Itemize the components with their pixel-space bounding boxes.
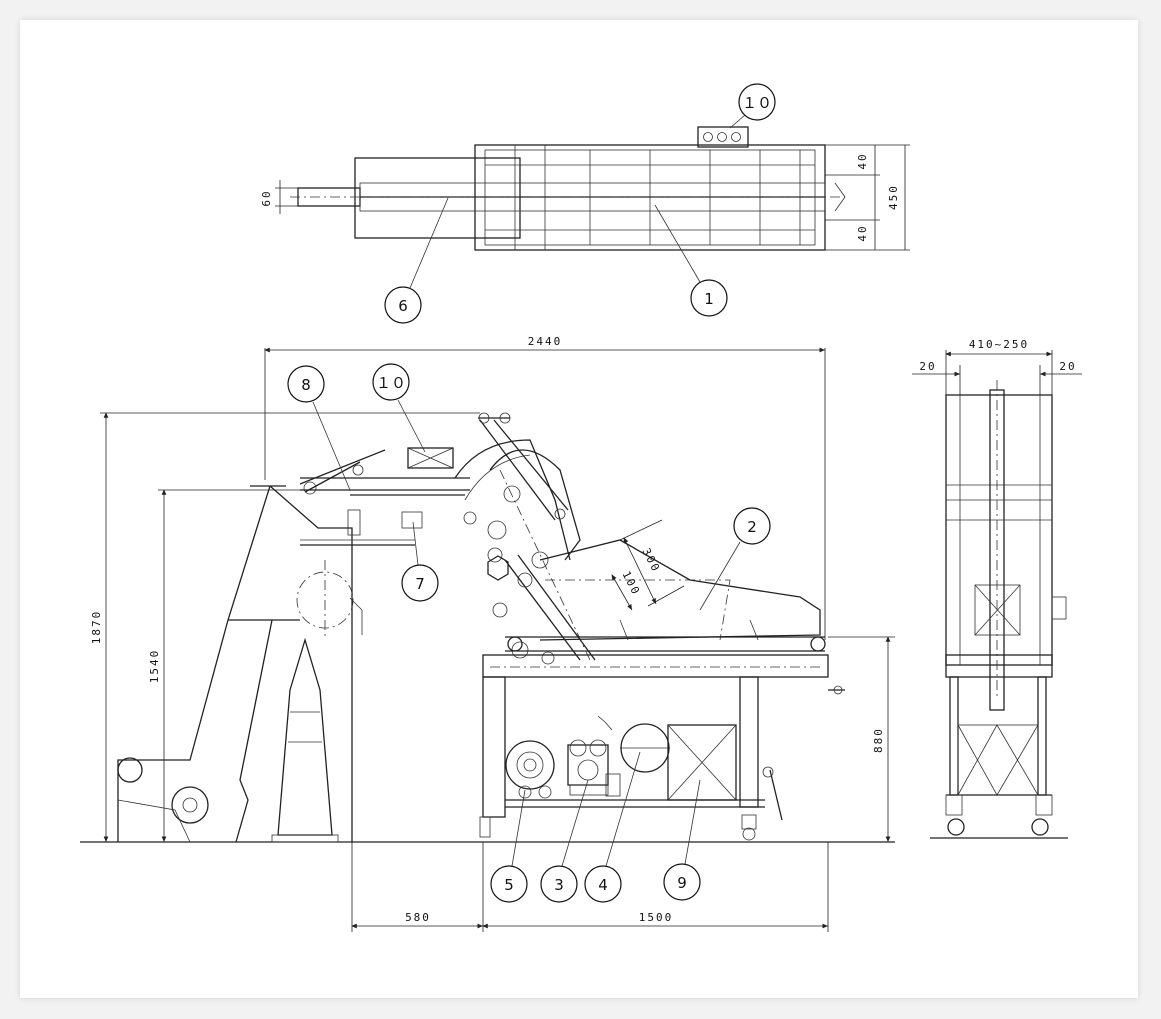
dim-60: 60	[260, 189, 273, 206]
end-view	[930, 380, 1068, 839]
dim-410-250: 410~250	[969, 338, 1029, 351]
dim-40-upper: 40	[856, 152, 869, 169]
plan-callouts: １０ 6 1	[384, 83, 776, 324]
callout-3: 3	[554, 876, 564, 894]
dim-1500: 1500	[639, 911, 674, 924]
callout-5: 5	[504, 876, 514, 894]
dim-580: 580	[405, 911, 431, 924]
end-view-dimensions: 410~250 20 20	[912, 338, 1082, 395]
callout-8: 8	[301, 376, 311, 394]
plan-dimensions: 60 40 40 450	[260, 144, 910, 251]
callout-10-elevation: １０	[376, 374, 406, 392]
callout-2: 2	[747, 518, 757, 536]
dim-1870: 1870	[90, 610, 103, 645]
dim-20-left: 20	[919, 360, 936, 373]
elevation-callouts: 8 １０ 7 2 5 3 4 9	[287, 363, 771, 903]
dim-1540: 1540	[148, 649, 161, 684]
dim-450: 450	[887, 184, 900, 210]
callout-10-plan: １０	[742, 94, 772, 112]
callout-7: 7	[415, 575, 425, 593]
callout-1: 1	[704, 290, 714, 308]
side-elevation	[80, 412, 895, 843]
dim-40-lower: 40	[856, 224, 869, 241]
dim-880: 880	[872, 727, 885, 753]
callout-6: 6	[398, 297, 408, 315]
dim-20-right: 20	[1059, 360, 1076, 373]
plan-view	[290, 126, 846, 251]
dim-2440: 2440	[528, 335, 563, 348]
callout-4: 4	[598, 876, 608, 894]
callout-9: 9	[677, 874, 687, 892]
dim-300: 300	[639, 546, 662, 575]
